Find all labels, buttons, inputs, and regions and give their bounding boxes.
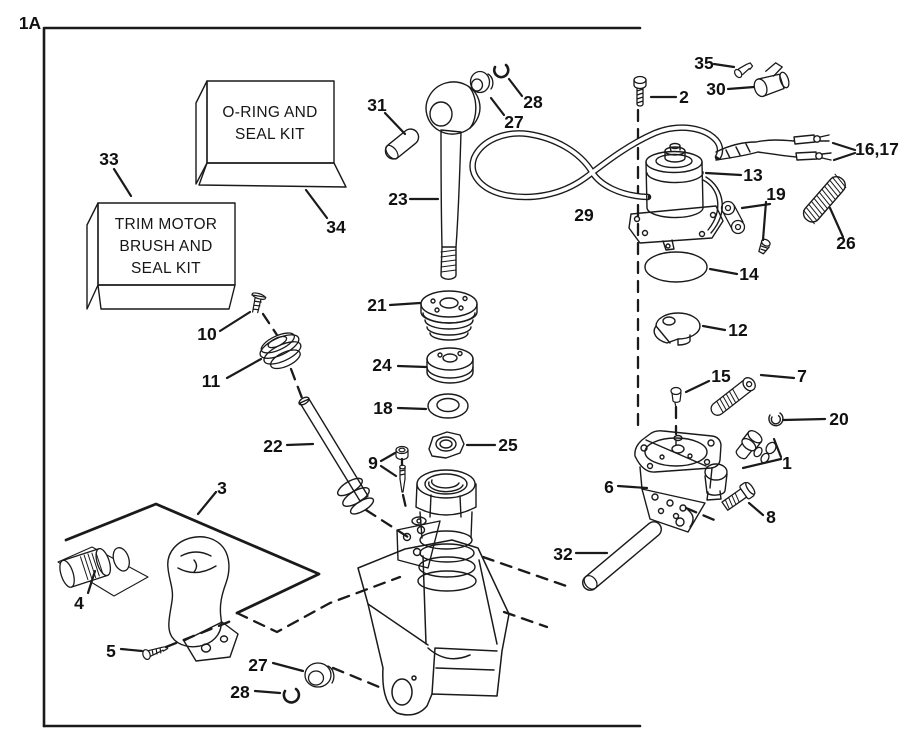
motor-cable	[469, 124, 724, 201]
reservoir-cover	[167, 536, 239, 662]
callout-28-bottom: 28	[230, 682, 250, 702]
callout-21: 21	[367, 295, 387, 315]
connector-part30	[753, 62, 790, 98]
callout-labels: 1A 2 35 30 16,17 13 19 26 14 12 31 27 28…	[19, 13, 899, 702]
cylinder-housing	[357, 539, 510, 716]
callout-4: 4	[74, 593, 84, 613]
nut-part25	[428, 431, 465, 459]
callout-24: 24	[372, 355, 392, 375]
callout-29: 29	[574, 205, 594, 225]
callout-16-17: 16,17	[855, 139, 899, 159]
callout-5: 5	[106, 641, 116, 661]
callout-23: 23	[388, 189, 408, 209]
bolt-part2	[633, 75, 647, 107]
screw-part35	[733, 62, 754, 79]
callout-28-top: 28	[523, 92, 543, 112]
callout-34: 34	[326, 217, 346, 237]
callout-20: 20	[829, 409, 849, 429]
callout-12: 12	[728, 320, 748, 340]
tilt-rod-part23	[425, 81, 481, 280]
callout-33: 33	[99, 149, 119, 169]
snap-ring-part28-top	[493, 63, 510, 79]
figure-label: 1A	[19, 13, 42, 33]
callout-31: 31	[367, 95, 387, 115]
manifold-chevron-outline	[64, 502, 321, 615]
trim-kit-label-line3: SEAL KIT	[131, 260, 201, 277]
spring-part26	[802, 173, 847, 225]
callout-19: 19	[766, 184, 786, 204]
callout-13: 13	[743, 165, 763, 185]
callout-9: 9	[368, 453, 378, 473]
leader-lines	[86, 62, 857, 695]
washer-part18	[427, 393, 469, 419]
valve-part15	[670, 386, 682, 408]
callout-27-bottom: 27	[248, 655, 267, 675]
figure-frame	[42, 26, 642, 728]
trim-kit-label-line2: BRUSH AND	[119, 238, 212, 255]
oring-part14	[644, 251, 708, 283]
snap-ring-part20	[768, 412, 784, 427]
cap-part12	[653, 312, 701, 346]
trim-motor-kit-box	[86, 202, 236, 310]
callout-10: 10	[197, 324, 217, 344]
callout-1: 1	[782, 453, 792, 473]
bearing-part4	[59, 547, 130, 588]
cylinder-neck	[396, 469, 477, 592]
screw-part10	[251, 292, 267, 314]
callout-26: 26	[836, 233, 856, 253]
screw-part5	[142, 645, 169, 661]
snap-ring-part28-bottom	[282, 687, 301, 704]
end-cap-part21	[420, 290, 478, 341]
callout-27-top: 27	[504, 112, 523, 132]
callout-22: 22	[263, 436, 283, 456]
rod-part22	[298, 396, 375, 515]
gland-part11	[259, 332, 302, 370]
pump-manifold-part6	[634, 430, 728, 533]
pin-part31	[384, 128, 420, 160]
bolt-part8	[721, 481, 756, 511]
callout-30: 30	[706, 79, 726, 99]
oring-kit-label-line2: SEAL KIT	[235, 126, 305, 143]
callout-3: 3	[217, 478, 227, 498]
callout-14: 14	[739, 264, 759, 284]
callout-35: 35	[694, 53, 714, 73]
callout-18: 18	[373, 398, 393, 418]
trim-kit-label-line1: TRIM MOTOR	[115, 216, 218, 233]
callout-2: 2	[679, 87, 689, 107]
valve-part1	[735, 430, 777, 464]
callout-15: 15	[711, 366, 731, 386]
oring-seal-kit-box	[195, 80, 347, 188]
link-part19	[720, 200, 771, 255]
callout-32: 32	[553, 544, 573, 564]
motor-wires	[715, 134, 832, 161]
bushing-part27-top	[469, 70, 494, 94]
callout-8: 8	[766, 507, 776, 527]
piston-part24	[426, 347, 474, 384]
callout-6: 6	[604, 477, 614, 497]
callout-7: 7	[797, 366, 807, 386]
trim-motor	[628, 142, 724, 251]
pivot-pin-part32	[582, 521, 662, 591]
bleed-parts9	[395, 445, 409, 493]
callout-11: 11	[202, 371, 221, 391]
callout-25: 25	[498, 435, 518, 455]
bushing-part27-bottom	[304, 662, 335, 688]
oring-kit-label-line1: O-RING AND	[222, 104, 317, 121]
screw-part7	[710, 377, 756, 416]
bearing-platform	[57, 546, 149, 597]
